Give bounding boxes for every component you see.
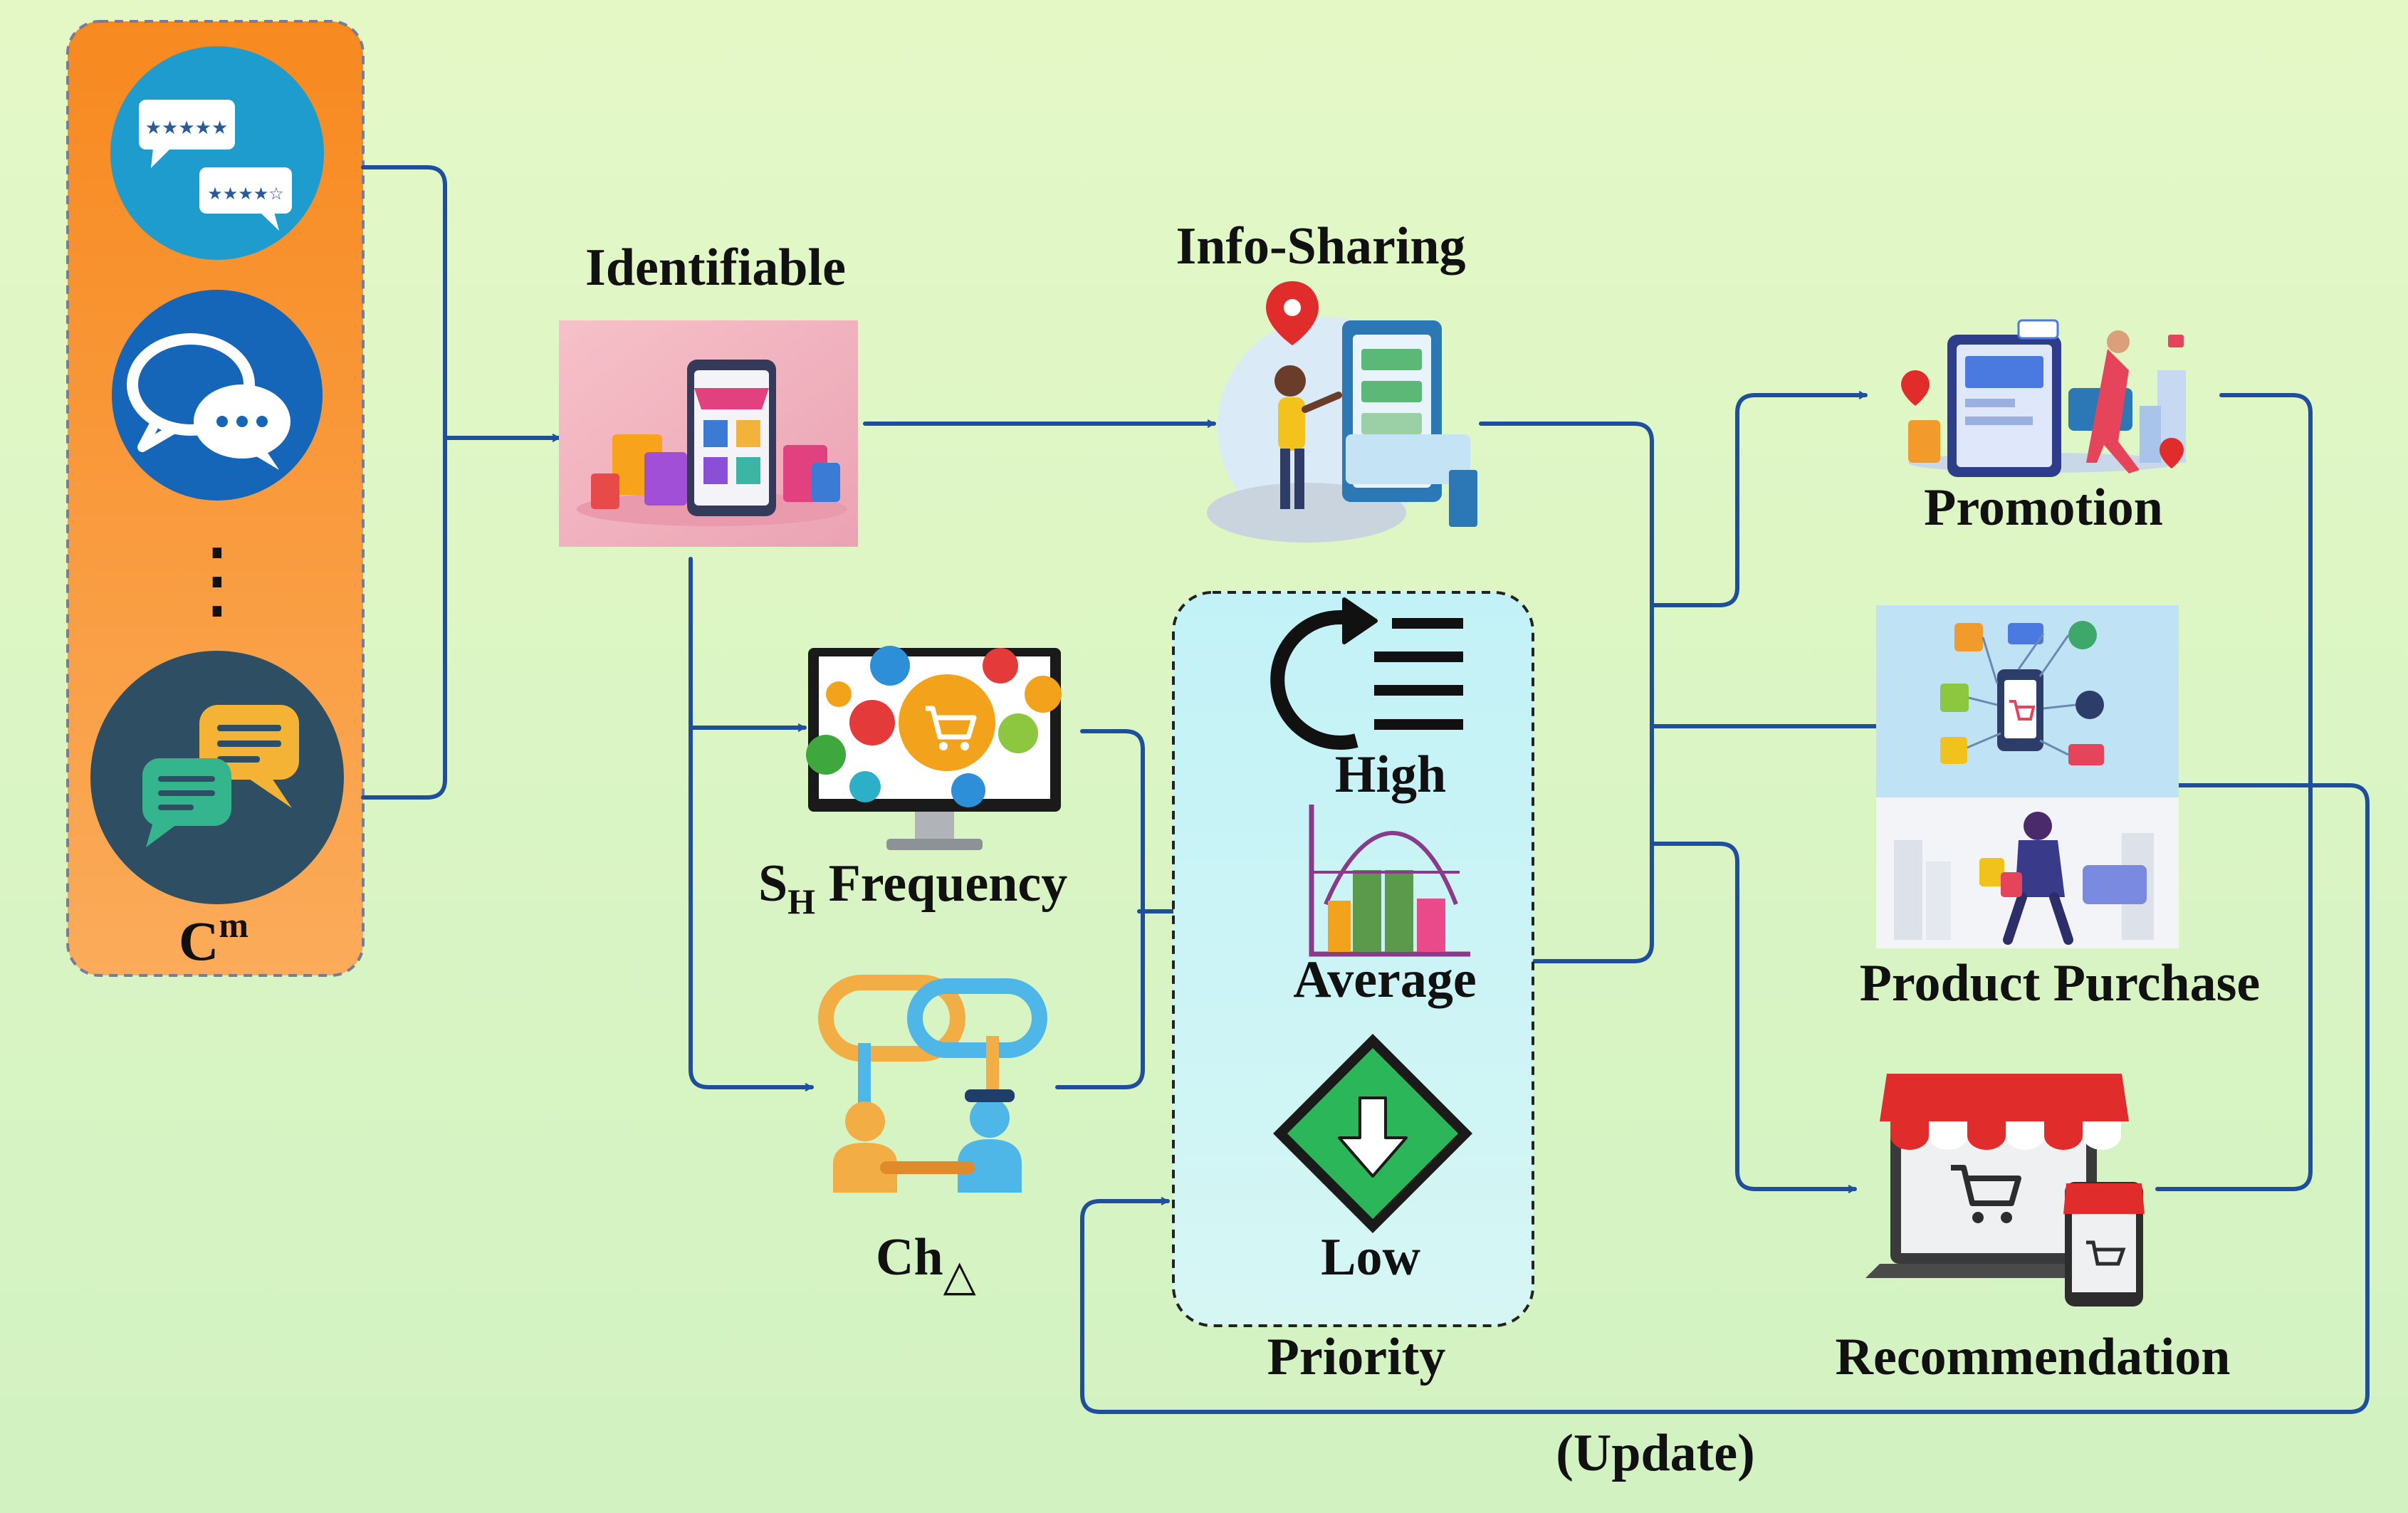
connector-update-loop <box>2155 393 2313 1191</box>
change-label: Ch△ <box>876 1228 976 1301</box>
connector-info-sharing-out <box>1479 422 1654 963</box>
priority-title: Priority <box>1267 1328 1446 1386</box>
promotion-node: Promotion <box>1901 319 2186 537</box>
priority-average-label: Average <box>1293 951 1476 1009</box>
connector-identifiable-to-change <box>689 557 814 1087</box>
recommendation-node: Recommendation <box>1836 1074 2231 1386</box>
location-sharing-person-icon <box>1207 281 1477 543</box>
priority-high-label: High <box>1335 745 1446 804</box>
frequency-label: SH Frequency <box>758 854 1067 921</box>
monitor-shopping-cart-icon <box>806 646 1062 850</box>
chat-messages-icon <box>90 651 344 904</box>
identifiable-node: Identifiable <box>559 239 858 547</box>
shopping-phone-icon <box>559 320 858 547</box>
product-purchase-label: Product Purchase <box>1860 954 2261 1012</box>
source-ellipsis: ⋮ <box>174 530 260 629</box>
connector-to-recommendation <box>1650 842 1857 1189</box>
info-sharing-label: Info-Sharing <box>1176 217 1465 276</box>
identifiable-label: Identifiable <box>585 239 846 297</box>
priority-low-label: Low <box>1321 1228 1420 1287</box>
star-review-chat-icon: ★★★★★ ★★★★☆ <box>110 46 324 260</box>
low-priority-icon <box>1273 1034 1472 1233</box>
source-label: Cm <box>179 905 248 972</box>
update-label: (Update) <box>1556 1424 1755 1482</box>
frequency-node: SH Frequency <box>758 646 1067 921</box>
connector-source-to-identifiable <box>361 165 447 800</box>
promotion-label: Promotion <box>1924 478 2163 537</box>
connector-update-return <box>1080 783 2370 1414</box>
high-priority-icon <box>1270 597 1463 750</box>
svg-text:★★★★☆: ★★★★☆ <box>207 184 284 204</box>
source-group: ★★★★★ ★★★★☆ ⋮ <box>66 20 365 977</box>
priority-group: High Average Low Priority <box>1172 591 1534 1386</box>
speech-bubbles-icon <box>112 290 323 501</box>
svg-text:★★★★★: ★★★★★ <box>145 117 229 139</box>
recommendation-label: Recommendation <box>1836 1328 2231 1386</box>
change-node: Ch△ <box>818 975 1047 1301</box>
average-chart-icon <box>1309 805 1470 957</box>
promotion-tablet-icon <box>1901 319 2186 477</box>
online-store-laptop-icon <box>1865 1074 2145 1307</box>
connector-to-promotion <box>1650 395 1868 607</box>
online-purchase-icon <box>1876 605 2179 948</box>
info-sharing-node: Info-Sharing <box>1176 217 1477 543</box>
product-purchase-node: Product Purchase <box>1860 605 2261 1012</box>
linked-people-icon <box>818 975 1047 1193</box>
